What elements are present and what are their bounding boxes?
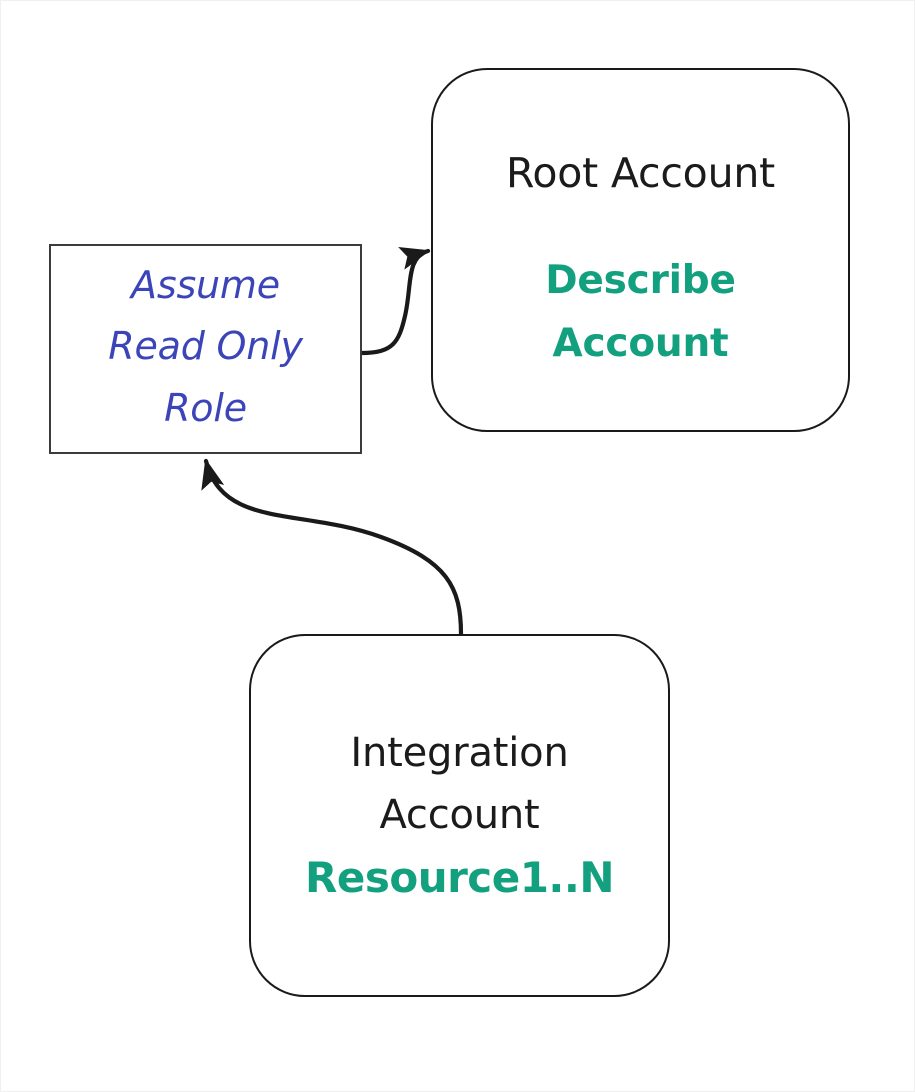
integration-account-resources: Resource1..N <box>305 853 614 902</box>
integration-account-title: Integration Account <box>350 722 568 846</box>
node-assume-read-only-role[interactable]: Assume Read Only Role <box>49 244 362 454</box>
root-account-action-line-2: Account <box>552 320 729 366</box>
node-integration-account[interactable]: Integration Account Resource1..N <box>249 634 670 997</box>
edge-integration-to-assume <box>201 458 464 637</box>
assume-role-label: Assume Read Only Role <box>94 255 317 444</box>
integration-account-title-line-1: Integration <box>350 730 569 776</box>
edge-assume-to-root <box>359 246 431 356</box>
node-root-account[interactable]: Root Account Describe Account <box>431 68 850 432</box>
assume-role-line-2: Read Only <box>108 324 303 369</box>
root-account-action: Describe Account <box>545 249 736 375</box>
assume-role-line-3: Role <box>164 385 247 430</box>
root-account-title: Root Account <box>505 148 776 197</box>
root-account-action-line-1: Describe <box>545 257 736 303</box>
integration-account-title-line-2: Account <box>379 792 540 838</box>
assume-role-line-1: Assume <box>131 262 280 307</box>
